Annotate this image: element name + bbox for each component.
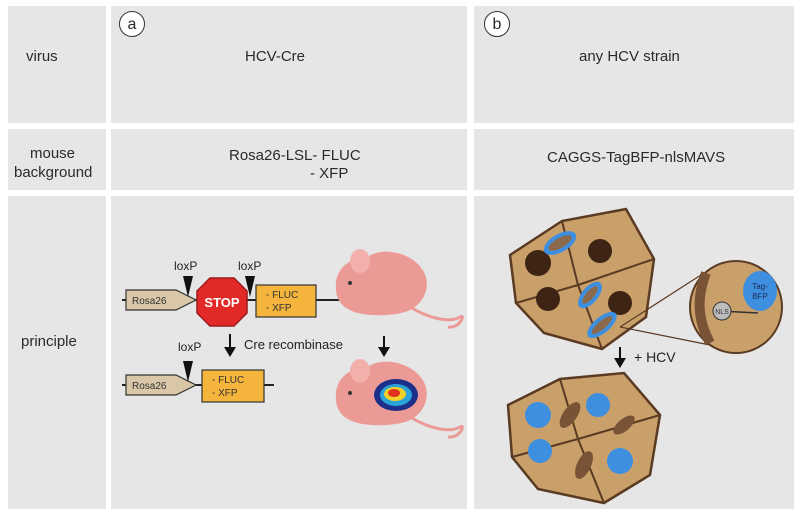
loxp-label-1: loxP bbox=[174, 259, 197, 273]
row-virus-label-cell bbox=[8, 6, 106, 123]
mouse-arrow-head bbox=[378, 347, 390, 357]
hcv-label: + HCV bbox=[634, 349, 676, 365]
mouse-a-text-line1: Rosa26-LSL- FLUC bbox=[229, 147, 361, 164]
xfp-label-bottom: - XFP bbox=[212, 388, 238, 399]
zoom-line-1 bbox=[619, 272, 705, 328]
principle-row-label: principle bbox=[21, 333, 77, 350]
mouse-row-label-line1: mouse bbox=[30, 145, 76, 162]
stop-label: STOP bbox=[204, 295, 239, 310]
hcv-arrow-head bbox=[614, 358, 626, 368]
rosa26-label-top: Rosa26 bbox=[132, 296, 167, 307]
row-mouse-label-cell bbox=[8, 129, 106, 190]
zoom-circle-mitochondrion: NLS Tag- BFP bbox=[689, 260, 783, 354]
mouse-icon-top bbox=[335, 249, 464, 329]
stop-sign-icon bbox=[196, 277, 248, 327]
luminescence-signal-icon bbox=[374, 379, 418, 411]
xfp-label-top: - XFP bbox=[266, 303, 292, 314]
nls-label: NLS bbox=[715, 309, 729, 316]
row-mouse-b-cell bbox=[474, 129, 794, 190]
loxp-label-2: loxP bbox=[238, 259, 261, 273]
row-mouse-a-cell bbox=[111, 129, 467, 190]
rosa26-arrow-top bbox=[125, 289, 198, 311]
row-virus-b-cell bbox=[474, 6, 794, 123]
rosa26-arrow-bottom bbox=[125, 374, 198, 396]
fluc-label-top: - FLUC bbox=[266, 290, 298, 301]
virus-b-text: any HCV strain bbox=[579, 48, 680, 65]
recombination-arrow-head bbox=[224, 347, 236, 357]
row-virus-a-cell bbox=[111, 6, 467, 123]
mouse-a-text-line2: - XFP bbox=[310, 165, 349, 182]
mouse-row-label-line2: background bbox=[14, 164, 93, 181]
panel-b-diagram: NLS Tag- BFP + HCV bbox=[506, 207, 783, 505]
loxp-triangle-3 bbox=[183, 361, 193, 382]
panel-a-marker: a bbox=[119, 11, 145, 37]
row-principle-label-cell bbox=[8, 196, 106, 509]
fluc-xfp-box-top bbox=[255, 284, 317, 318]
rosa26-label-bottom: Rosa26 bbox=[132, 381, 167, 392]
fluc-xfp-box-bottom bbox=[201, 369, 265, 403]
panel-a-diagram: Rosa26 loxP loxP STOP - FLUC - XFP Cre r… bbox=[122, 249, 464, 439]
zoom-line-2 bbox=[619, 326, 711, 346]
fluc-label-bottom: - FLUC bbox=[212, 375, 244, 386]
row-principle-a-cell bbox=[111, 196, 467, 509]
virus-a-text: HCV-Cre bbox=[245, 48, 306, 65]
loxp-triangle-1 bbox=[183, 276, 193, 297]
panel-b-marker: b bbox=[484, 11, 510, 37]
virus-row-label: virus bbox=[26, 48, 58, 65]
tagbfp-label-line2: BFP bbox=[752, 292, 768, 301]
hepatocyte-cluster-top bbox=[508, 207, 656, 351]
hepatocyte-cluster-bottom bbox=[506, 371, 662, 505]
tagbfp-label-line1: Tag- bbox=[752, 282, 768, 291]
mouse-b-text: CAGGS-TagBFP-nlsMAVS bbox=[547, 149, 726, 166]
cre-recombinase-label: Cre recombinase bbox=[244, 337, 343, 352]
loxp-triangle-2 bbox=[245, 276, 255, 297]
loxp-label-3: loxP bbox=[178, 340, 201, 354]
